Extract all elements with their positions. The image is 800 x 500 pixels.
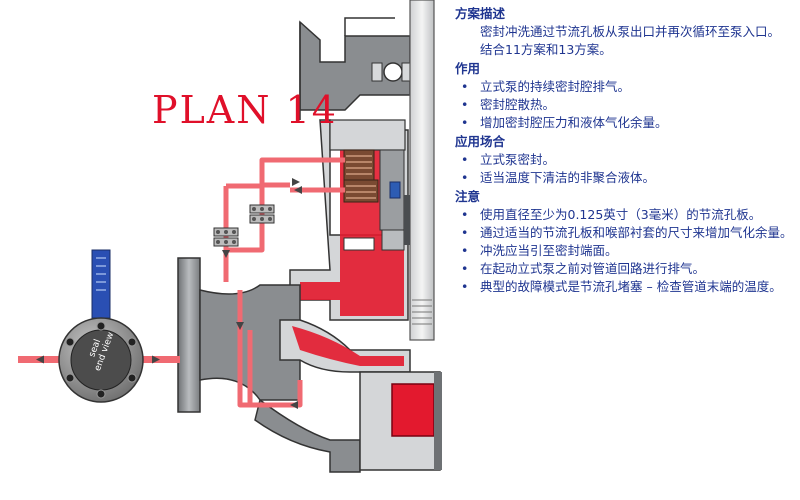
pump-shaft — [409, 0, 435, 341]
notes-item: 典型的故障模式是节流孔堵塞 – 检查管道末端的温度。 — [455, 278, 795, 296]
volute-casing — [254, 319, 442, 473]
orifice-union-upper — [249, 204, 275, 224]
notes-item: 在起动立式泵之前对管道回路进行排气。 — [455, 260, 795, 278]
description-paragraph: 密封冲洗通过节流孔板从泵出口并再次循环至泵入口。 — [480, 24, 781, 39]
seal-chamber — [289, 119, 410, 321]
flush-line — [223, 157, 345, 408]
plan-title: PLAN 14 — [152, 88, 338, 132]
function-item: 增加密封腔压力和液体气化余量。 — [455, 114, 795, 132]
application-item: 适当温度下清洁的非聚合液体。 — [455, 169, 795, 187]
section-heading-description: 方案描述 — [455, 6, 506, 21]
section-heading-function: 作用 — [455, 61, 481, 76]
section-heading-notes: 注意 — [455, 189, 481, 204]
application-item: 立式泵密封。 — [455, 151, 795, 169]
notes-item: 使用直径至少为0.125英寸（3毫米）的节流孔板。 — [455, 206, 795, 224]
description-paragraph: 结合11方案和13方案。 — [480, 42, 612, 57]
section-heading-application: 应用场合 — [455, 134, 506, 149]
impeller-eye — [391, 383, 435, 437]
flow-arrows — [222, 178, 302, 409]
function-item: 立式泵的持续密封腔排气。 — [455, 78, 795, 96]
orifice-union-lower — [213, 227, 239, 247]
function-item: 密封腔散热。 — [455, 96, 795, 114]
notes-item: 冲洗应当引至密封端面。 — [455, 242, 795, 260]
end-view-legend — [18, 249, 180, 403]
notes-item: 通过适当的节流孔板和喉部衬套的尺寸来增加气化余量。 — [455, 224, 795, 242]
info-panel: 方案描述 密封冲洗通过节流孔板从泵出口并再次循环至泵入口。 结合11方案和13方… — [455, 4, 795, 296]
bearing-housing — [299, 17, 413, 120]
